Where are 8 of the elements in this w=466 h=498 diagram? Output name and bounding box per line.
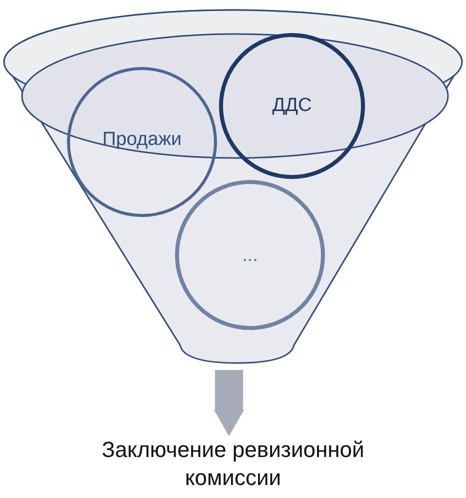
circle-label: ДДС [272,95,312,117]
circle [175,180,325,330]
circle-label: ... [242,245,258,267]
circle-label: Продажи [102,129,182,151]
arrow [214,370,244,436]
circle [67,67,217,217]
result-label: Заключение ревизионной комиссии [68,436,398,492]
circle [219,33,365,179]
